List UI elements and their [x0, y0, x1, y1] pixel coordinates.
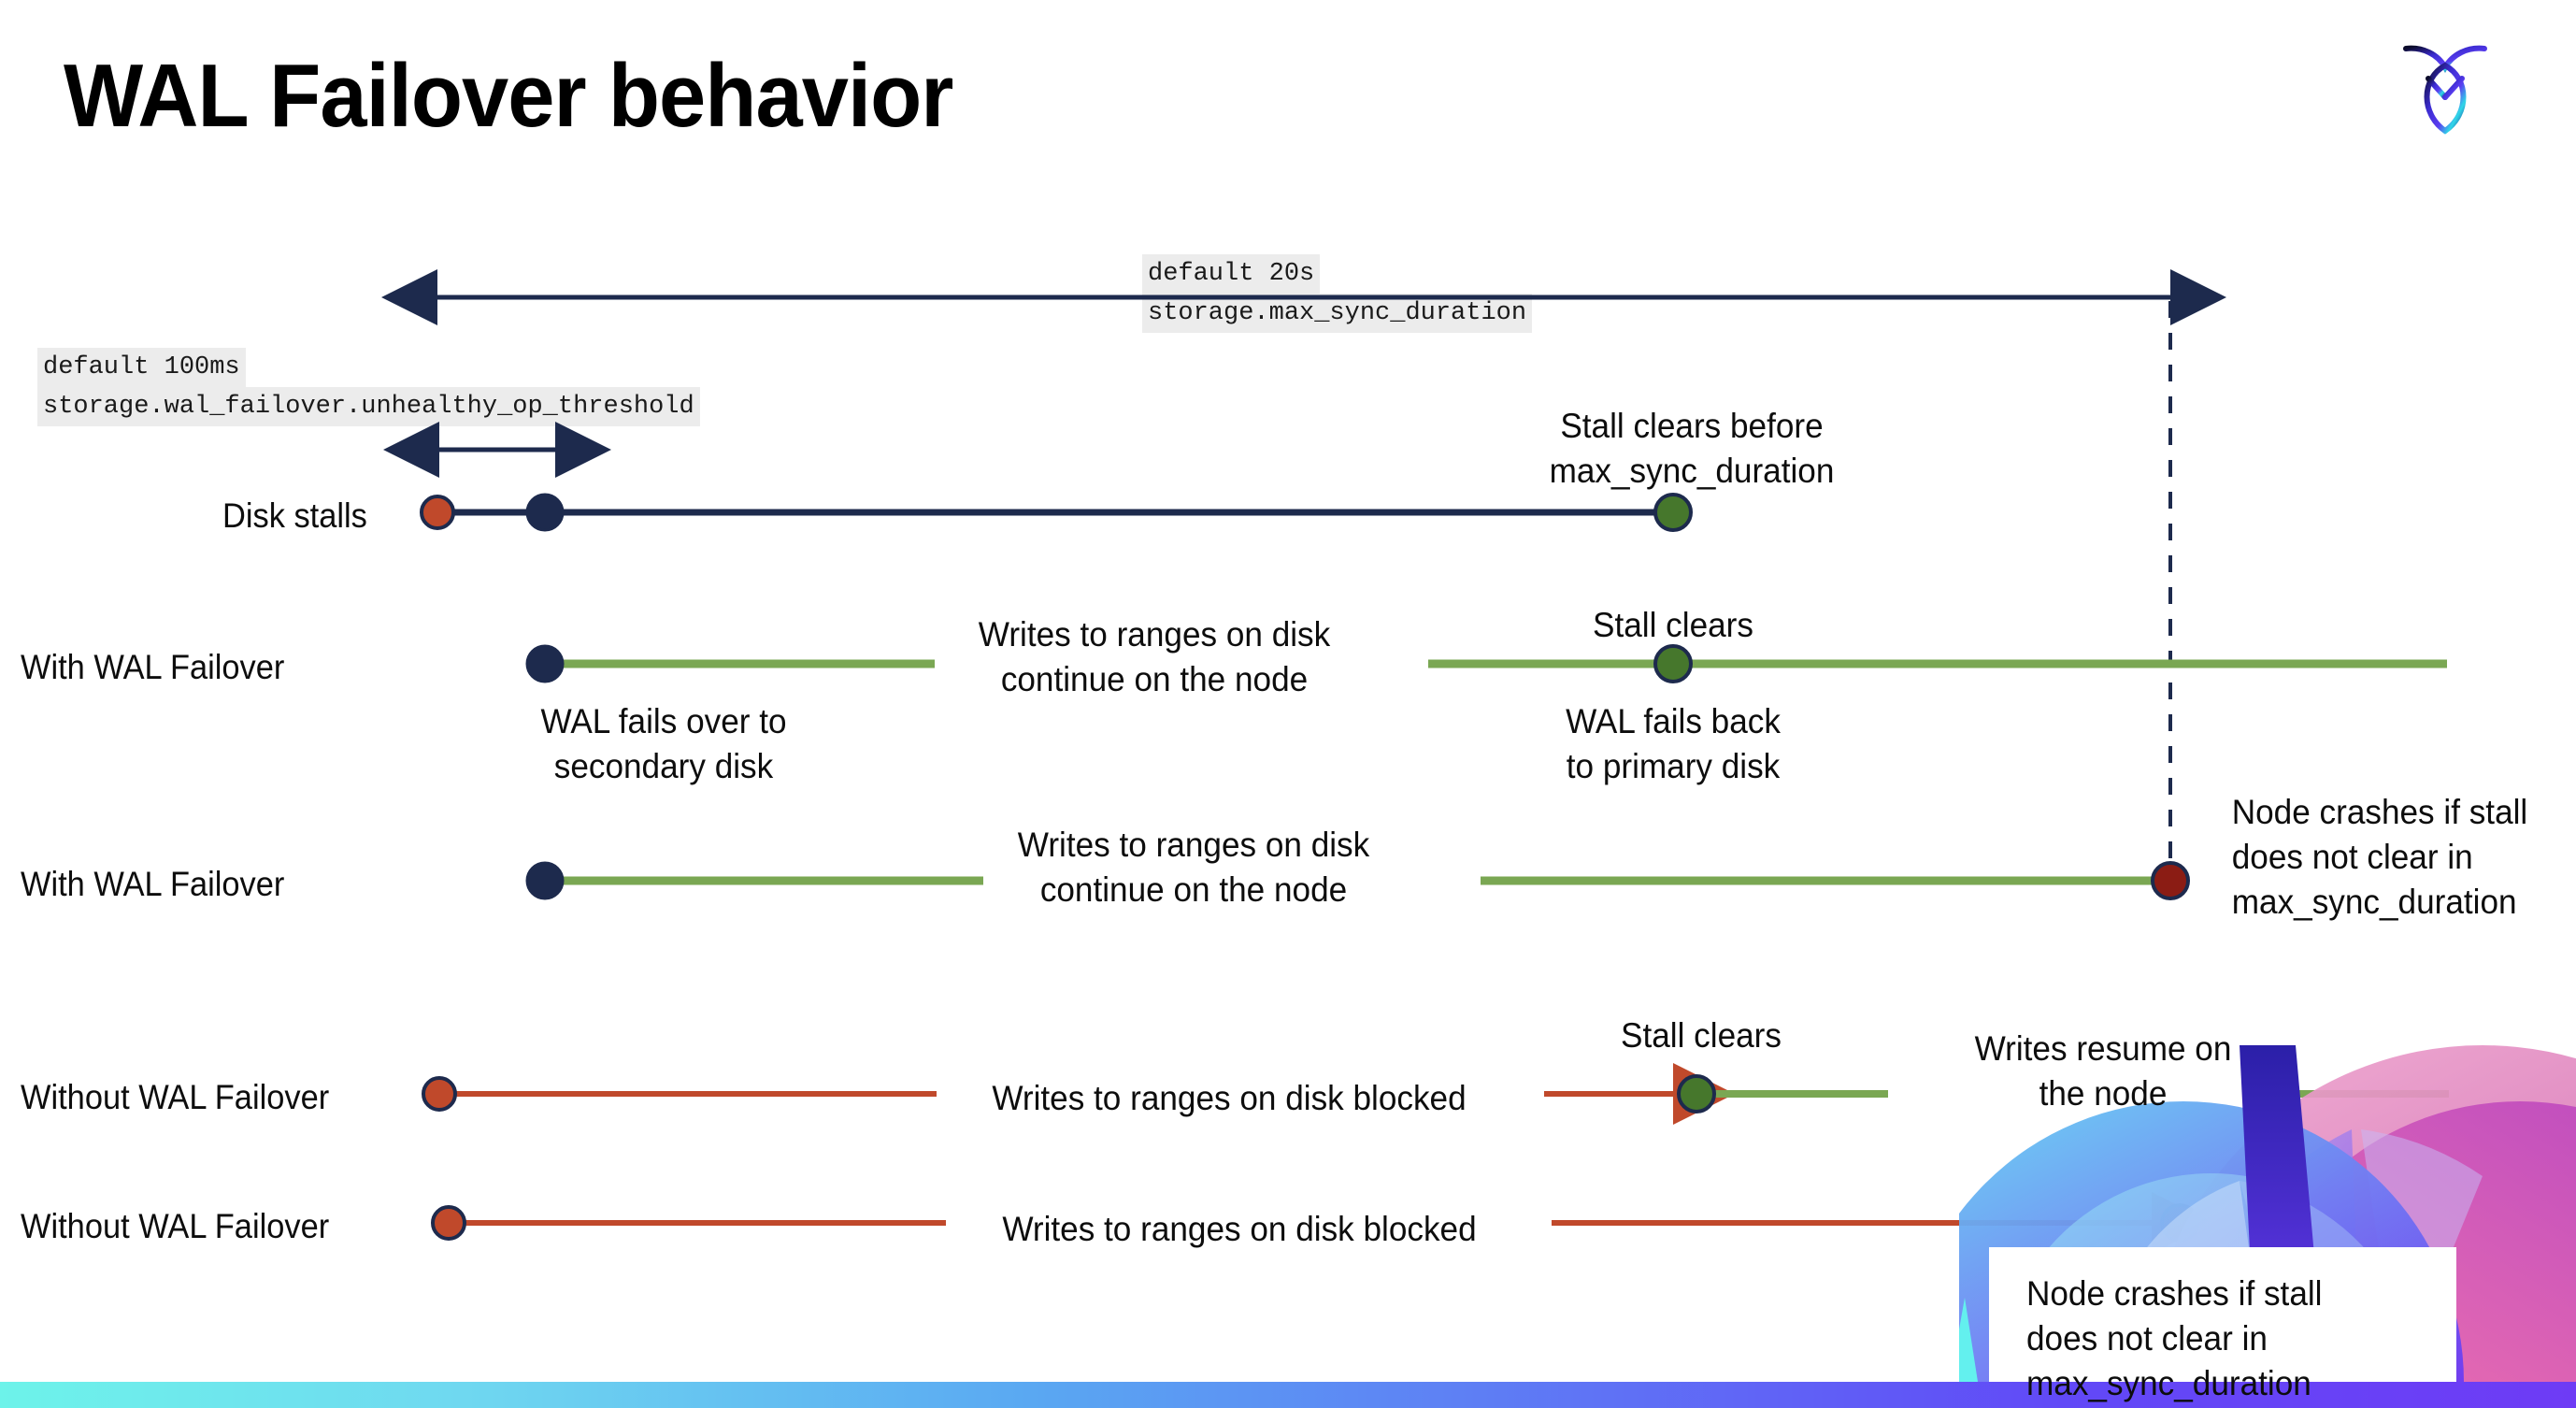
cockroachdb-logo	[2389, 28, 2501, 140]
row-disk-stalls-timeline	[420, 493, 1693, 532]
annotation-writes-blocked-row5: Writes to ranges on disk blocked	[1002, 1210, 1477, 1248]
annotation-stall-clears-row4: Stall clears	[1621, 1016, 1782, 1055]
unhealthy-op-threshold-setting-chip: storage.wal_failover.unhealthy_op_thresh…	[37, 387, 700, 426]
annotation-writes-continue-row3: Writes to ranges on disk continue on the…	[1017, 826, 1370, 909]
annotation-wal-fails-back: WAL fails back to primary disk	[1566, 702, 1781, 785]
annotation-writes-continue-row2: Writes to ranges on disk continue on the…	[978, 615, 1331, 698]
annotation-writes-resume: Writes resume on the node	[1974, 1029, 2232, 1113]
max-sync-duration-default-chip: default 20s	[1142, 254, 1321, 294]
annotation-stall-clears-before-max-sync: Stall clears before max_sync_duration	[1549, 407, 1835, 490]
page-title: WAL Failover behavior	[64, 46, 953, 146]
max-sync-duration-setting-chip: storage.max_sync_duration	[1142, 294, 1533, 333]
bottom-gradient-bar	[0, 1382, 2576, 1408]
annotation-writes-blocked-row4: Writes to ranges on disk blocked	[992, 1079, 1467, 1117]
row-with-wal-failover-recovers-timeline	[525, 644, 2447, 683]
row-label-with-wal-failover-crashes: With WAL Failover	[21, 865, 285, 903]
row-label-with-wal-failover-recovers: With WAL Failover	[21, 648, 285, 686]
annotation-node-crashes-row5: Node crashes if stall does not clear in …	[2026, 1274, 2323, 1402]
unhealthy-op-threshold-default-chip: default 100ms	[37, 348, 246, 387]
annotation-wal-fails-over: WAL fails over to secondary disk	[540, 702, 787, 785]
annotation-node-crashes-row3: Node crashes if stall does not clear in …	[2231, 793, 2528, 921]
row-label-disk-stalls: Disk stalls	[222, 496, 367, 535]
caption-mask-bottom-right	[1989, 1247, 2456, 1408]
annotation-stall-clears-row2: Stall clears	[1593, 606, 1753, 644]
row-label-without-wal-failover-recovers: Without WAL Failover	[21, 1078, 330, 1116]
row-label-without-wal-failover-crashes: Without WAL Failover	[21, 1207, 330, 1245]
